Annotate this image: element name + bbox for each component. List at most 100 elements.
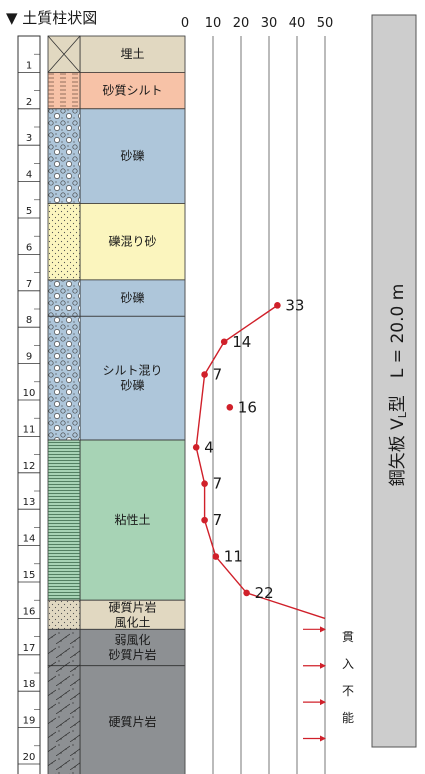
refusal-label-char: 能 <box>342 711 354 725</box>
soil-layer: 砂礫 <box>47 279 186 317</box>
n-value-line <box>195 304 326 620</box>
depth-label: 17 <box>23 643 36 654</box>
n-value-point <box>201 516 208 524</box>
strata-column: 埋土砂質シルト砂礫礫混り砂砂礫シルト混り砂礫粘性土硬質片岩風化土弱風化砂質片岩硬… <box>47 35 186 774</box>
soil-layer-fill <box>79 279 186 317</box>
soil-layer-name: 砂礫 <box>120 290 144 305</box>
depth-label: 15 <box>23 570 36 581</box>
soil-symbol-pattern <box>48 440 80 601</box>
soil-symbol-pattern <box>48 600 80 630</box>
n-axis-tick-label: 50 <box>317 16 334 31</box>
depth-label: 20 <box>23 752 36 763</box>
soil-layer: 砂質シルト <box>47 72 186 110</box>
n-axis-tick-label: 0 <box>181 16 189 31</box>
soil-layer-fill <box>79 108 186 204</box>
n-axis-tick-label: 40 <box>289 16 306 31</box>
n-value-label: 33 <box>285 296 304 314</box>
soil-layer: 礫混り砂 <box>47 203 186 281</box>
depth-label: 6 <box>26 242 32 253</box>
soil-layer-name: 砂質シルト <box>102 83 162 98</box>
soil-layer-fill <box>79 35 186 73</box>
n-axis-tick-label: 30 <box>261 16 278 31</box>
soil-layer-name: 弱風化 <box>114 633 150 647</box>
svg-text:鋼矢板 VL型 L = 20.0 m: 鋼矢板 VL型 L = 20.0 m <box>388 284 409 487</box>
soil-layer-name: 砂質片岩 <box>108 647 156 662</box>
soil-layer-name: 硬質片岩 <box>108 714 156 729</box>
soil-layer-name: 硬質片岩 <box>108 599 156 614</box>
chart-title: ▼ 土質柱状図 <box>6 9 97 27</box>
refusal-arrowhead <box>320 699 326 706</box>
n-value-point <box>274 302 281 309</box>
soil-layer-name: 礫混り砂 <box>108 234 156 249</box>
soil-layer: 粘性土 <box>47 439 186 601</box>
refusal-label-char: 不 <box>342 684 354 698</box>
soil-layer-fill <box>79 439 186 601</box>
soil-layer-name: 風化土 <box>114 615 150 629</box>
soil-symbol-pattern <box>48 203 80 280</box>
soil-layer-name: 砂礫 <box>120 378 144 393</box>
n-value-outlier-point <box>226 403 234 411</box>
soil-layer-fill <box>79 628 186 667</box>
sheet-pile-label: 鋼矢板 VL型 L = 20.0 m <box>388 284 409 487</box>
depth-label: 5 <box>26 206 32 217</box>
n-value-label: 4 <box>204 438 214 456</box>
depth-label: 12 <box>23 461 36 472</box>
soil-symbol-pattern <box>48 629 80 666</box>
soil-layer: 硬質片岩 <box>47 665 186 774</box>
depth-label: 2 <box>26 97 32 108</box>
n-value-point <box>201 371 208 378</box>
n-axis-tick-label: 10 <box>205 16 222 31</box>
soil-symbol-pattern <box>48 72 80 109</box>
n-value-point <box>220 338 228 346</box>
n-value-label: 11 <box>224 548 243 566</box>
depth-label: 1 <box>26 60 32 71</box>
soil-layer-name: シルト混り <box>102 364 162 378</box>
refusal-label-char: 貫 <box>342 630 354 644</box>
depth-ruler <box>17 35 41 774</box>
n-value-label: 7 <box>213 366 223 384</box>
n-axis-tick-label: 20 <box>233 16 250 31</box>
n-value-point <box>212 553 220 560</box>
refusal-arrowhead <box>320 662 326 669</box>
soil-symbol-pattern <box>48 108 80 204</box>
soil-layer-name: 粘性土 <box>114 512 150 527</box>
n-value-point <box>243 589 250 597</box>
n-value-label: 14 <box>232 333 251 351</box>
n-value-label: 7 <box>213 475 223 493</box>
soil-layer-fill <box>79 599 186 630</box>
depth-label: 8 <box>26 315 32 326</box>
soil-symbol-pattern <box>48 665 80 774</box>
soil-layer-fill <box>79 315 186 441</box>
n-value-grid <box>184 36 326 774</box>
soil-layer-fill <box>79 72 186 110</box>
soil-layer: 埋土 <box>47 35 186 73</box>
depth-label: 19 <box>23 716 36 727</box>
soil-symbol-pattern <box>48 316 80 441</box>
soil-layer: 砂礫 <box>47 108 186 204</box>
sheet-pile-label-text: 鋼矢板 V <box>388 418 408 486</box>
depth-label: 16 <box>23 606 36 617</box>
depth-label: 3 <box>26 133 32 144</box>
n-value-axis: 0 10 20 30 40 50 <box>181 16 333 31</box>
n-value-label: 7 <box>213 511 223 529</box>
depth-label: 13 <box>23 497 36 508</box>
n-value-point <box>192 444 200 451</box>
soil-layer-fill <box>79 203 186 281</box>
sheet-pile-panel <box>371 14 417 748</box>
soil-symbol-pattern <box>48 279 80 317</box>
depth-label: 11 <box>23 424 36 435</box>
refusal-label-char: 入 <box>342 657 354 671</box>
n-value-point <box>201 480 208 488</box>
soil-layer-name: 砂礫 <box>120 148 144 163</box>
fill-cross <box>47 35 81 73</box>
n-value-label: 16 <box>238 398 257 416</box>
refusal-arrowhead <box>320 735 326 742</box>
depth-label: 7 <box>26 279 32 290</box>
